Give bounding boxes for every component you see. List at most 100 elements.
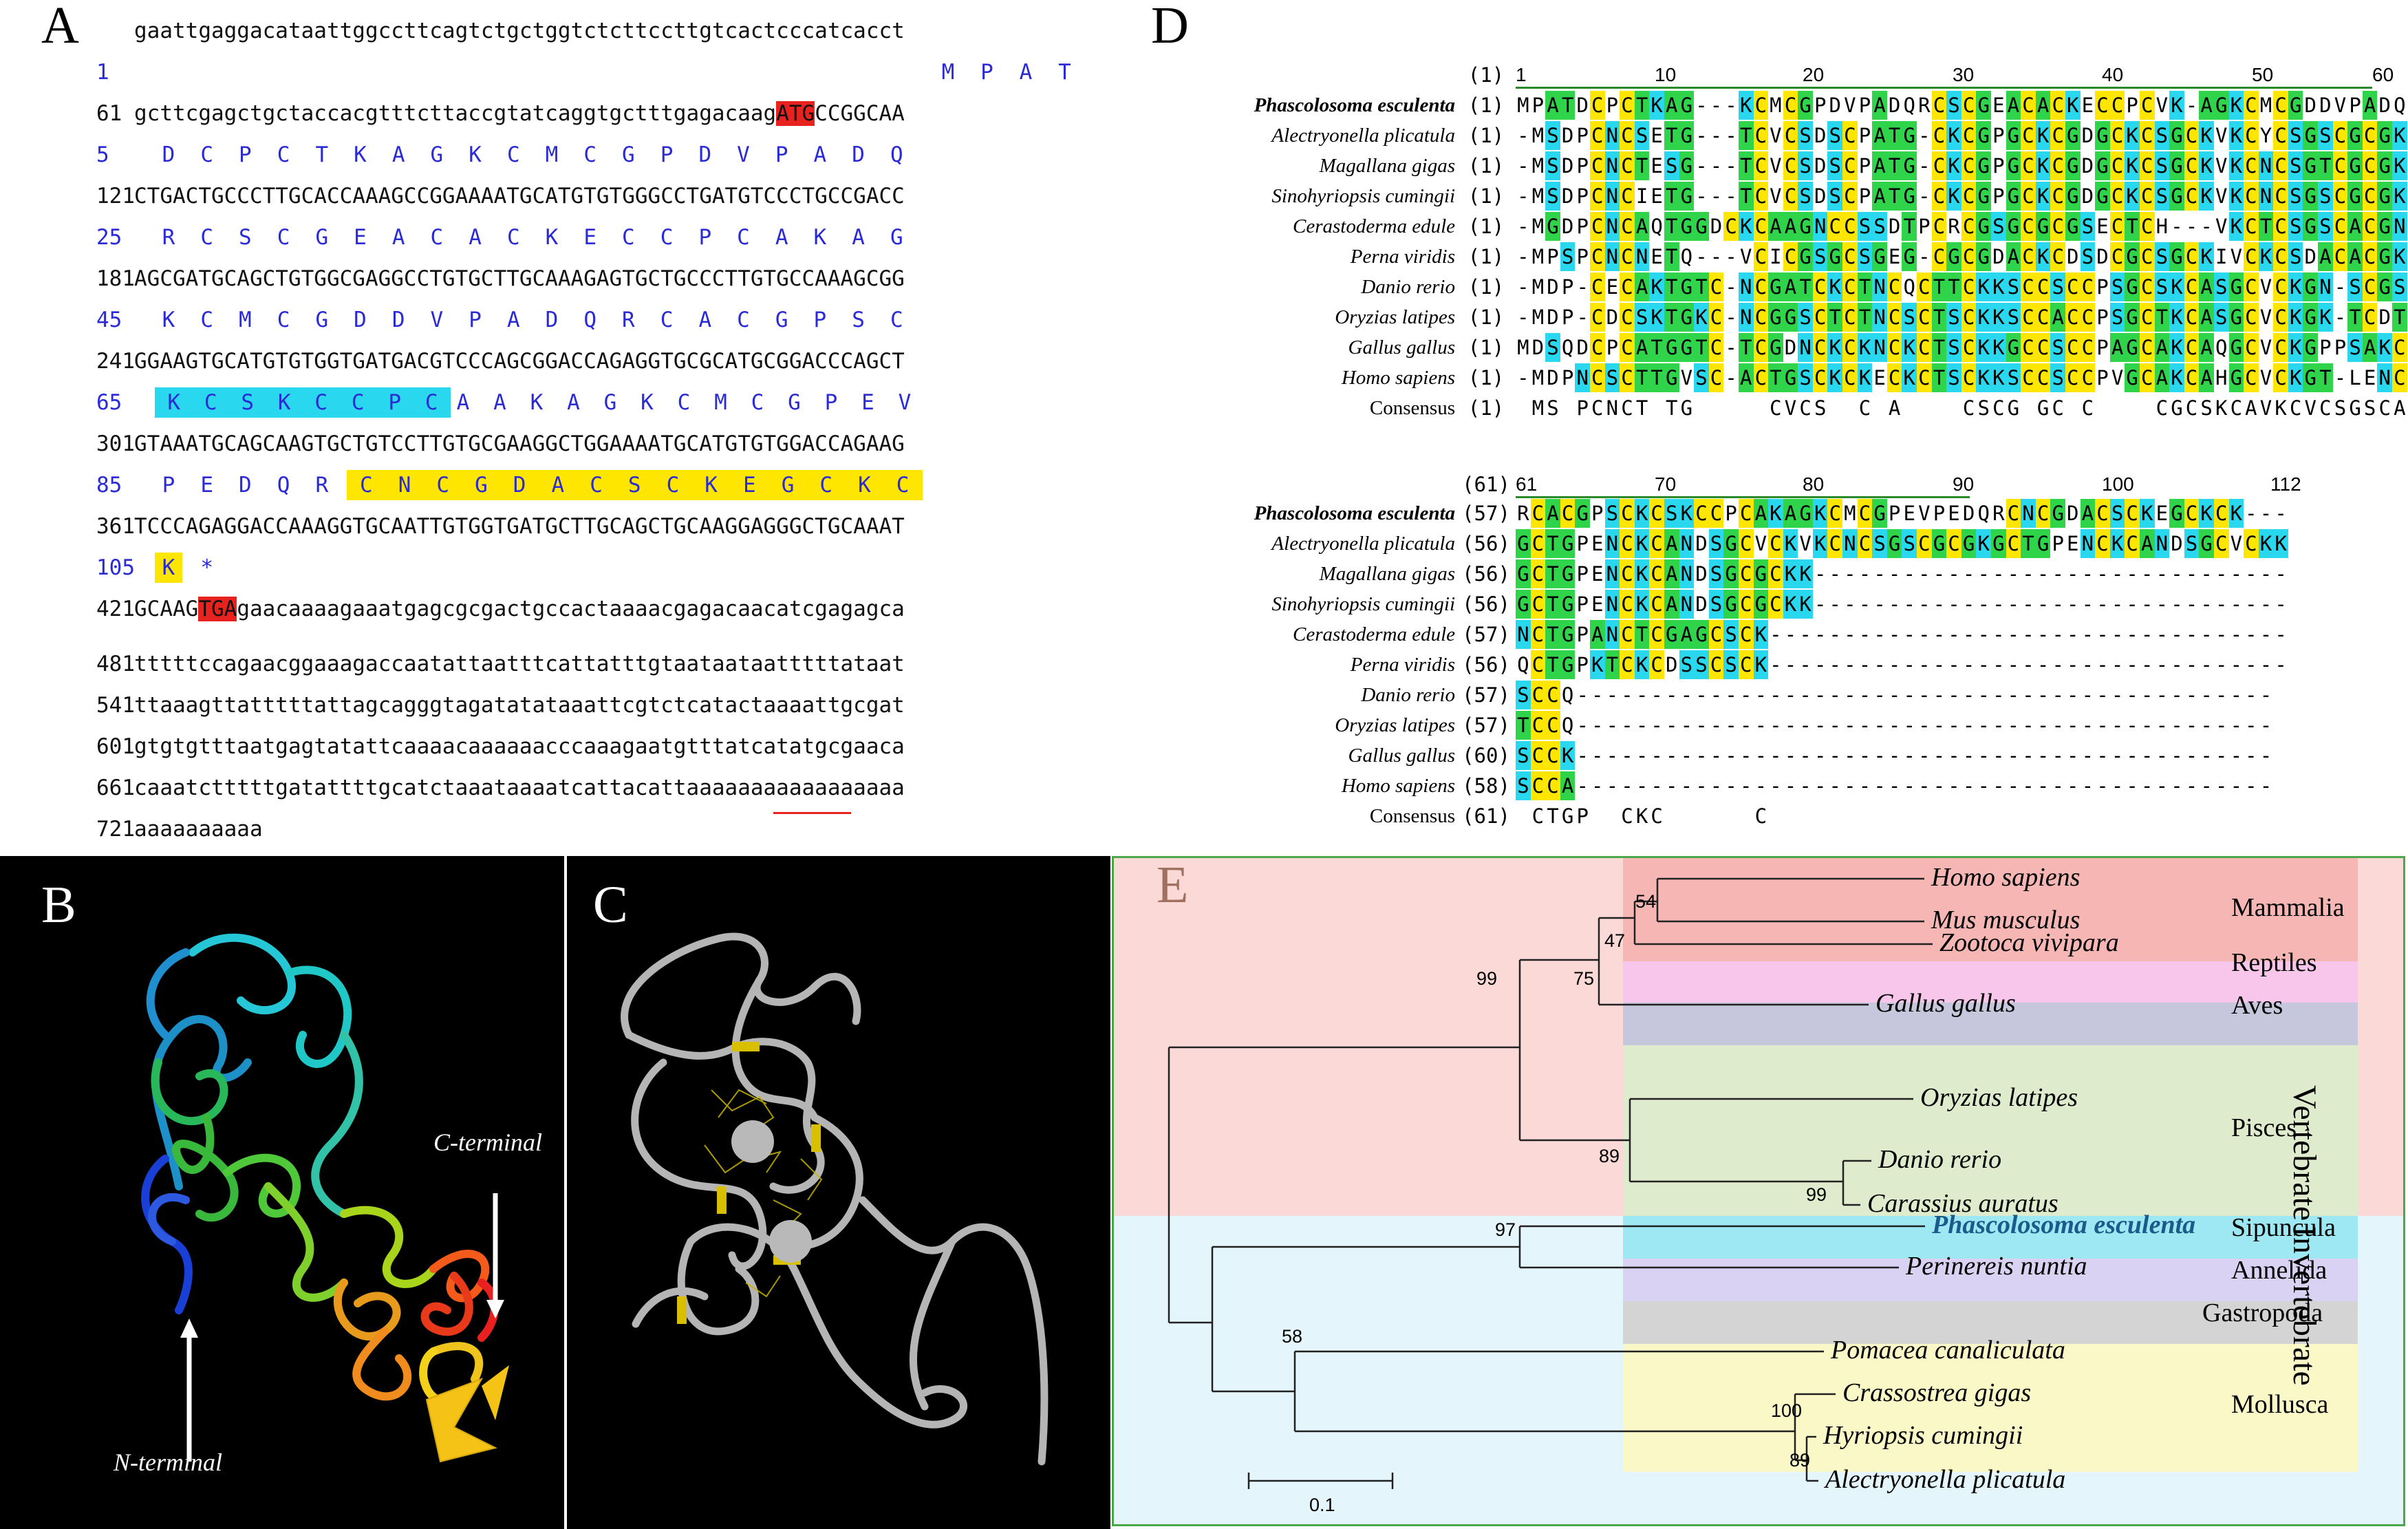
amino-acid: C [622, 225, 635, 250]
row-index: (61) [1462, 804, 1510, 828]
amino-acid: C [200, 142, 214, 167]
species-name: Oryzias latipes [1335, 306, 1455, 328]
group-label: Vertebrate [2286, 1085, 2323, 1221]
row-index: (1) [1468, 215, 1505, 238]
row-index: (57) [1462, 623, 1510, 646]
scale-bar-label: 0.1 [1309, 1495, 1335, 1515]
aa-line-number: 65 [96, 390, 122, 415]
amino-acid: Q [277, 473, 290, 498]
amino-acid: G [622, 142, 635, 167]
polya-underline [773, 812, 851, 814]
row-index: (56) [1462, 562, 1510, 586]
amino-acid: K [354, 142, 367, 167]
taxon-label: Danio rerio [1878, 1145, 2002, 1174]
amino-acid: * [200, 555, 214, 580]
ruler-tick-label: 61 [1516, 473, 1538, 495]
taxon-label: Hyriopsis cumingii [1823, 1421, 2023, 1450]
amino-acid: G [315, 308, 329, 332]
amino-acid: P [660, 142, 674, 167]
row-index: (1) [1468, 366, 1505, 389]
row-index: (1) [1468, 275, 1505, 299]
line-number: 481 [96, 652, 135, 676]
row-index: (56) [1462, 532, 1510, 555]
amino-acid: C [583, 142, 597, 167]
bootstrap-value: 97 [1495, 1219, 1516, 1240]
amino-acid: P [239, 142, 252, 167]
aa-line-number: 45 [96, 308, 122, 332]
amino-acid: C [422, 470, 463, 500]
species-name: Danio rerio [1361, 276, 1455, 298]
amino-acid: P [162, 473, 175, 498]
class-label: Pisces [2231, 1113, 2297, 1142]
amino-acid: T [1058, 60, 1071, 85]
ruler-tick-label: 1 [1516, 64, 1527, 85]
amino-acid: E [861, 390, 874, 415]
amino-acid: C [277, 225, 290, 250]
amino-acid: A [567, 390, 580, 415]
ruler-tick-label: 20 [1803, 64, 1825, 85]
taxon-label: Gallus gallus [1875, 989, 2016, 1018]
amino-acid: K [641, 390, 654, 415]
taxon-label: Oryzias latipes [1920, 1083, 2078, 1112]
species-name: Cerastoderma edule [1293, 215, 1455, 237]
amino-acid: C [653, 470, 693, 500]
panel-c: C [567, 856, 1110, 1529]
panel-b: B [0, 856, 564, 1529]
amino-acid: N [385, 470, 424, 500]
panel-d-letter: D [1151, 0, 1189, 54]
codon-highlight: TGA [198, 597, 237, 621]
amino-acid: G [890, 225, 903, 250]
amino-acid: V [737, 142, 750, 167]
amino-acid: A [813, 142, 827, 167]
class-label: Mollusca [2231, 1390, 2329, 1419]
amino-acid: D [162, 142, 175, 167]
line-number: 601 [96, 734, 135, 759]
bootstrap-value: 99 [1476, 968, 1498, 989]
amino-acid: S [228, 387, 267, 418]
class-label: Gastropoda [2202, 1298, 2323, 1327]
amino-acid: A [469, 225, 482, 250]
tree-branches [1168, 877, 1933, 1482]
sipuncula-band [1623, 1216, 2358, 1259]
row-index: (1) [1468, 154, 1505, 178]
amino-acid: M [941, 60, 955, 85]
amino-acid: A [852, 225, 865, 250]
protein-ribbon-gray [621, 932, 1049, 1466]
class-label: Annelida [2231, 1256, 2328, 1285]
amino-acid: G [603, 390, 617, 415]
amino-acid: C [346, 470, 387, 500]
species-name: Perna viridis [1350, 246, 1455, 268]
row-index: (57) [1462, 502, 1510, 525]
amino-acid: G [315, 225, 329, 250]
annelida-band [1623, 1259, 2358, 1301]
nucleotide-sequence: AGCGATGCAGCTGTGGCGAGGCCTGTGCTTGCAAAGAGTG… [134, 266, 905, 291]
row-index: (57) [1462, 714, 1510, 737]
ruler-tick-label: 50 [2252, 64, 2274, 85]
amino-acid: M [239, 308, 252, 332]
row-index: (1) [1468, 94, 1505, 117]
amino-acid: P [980, 60, 993, 85]
